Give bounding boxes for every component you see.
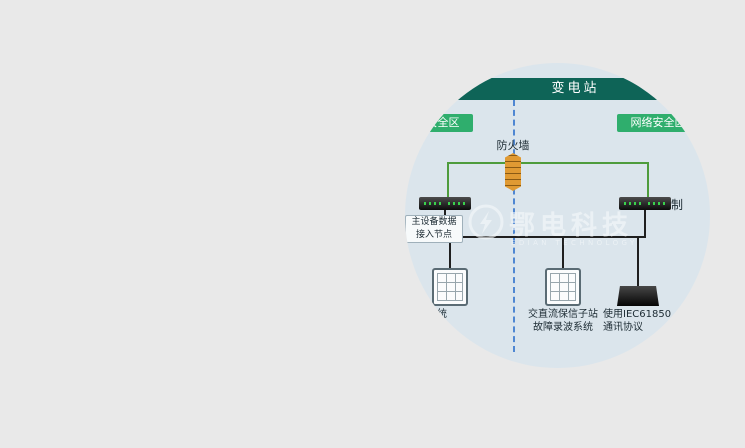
protection-device-left (432, 268, 468, 306)
caption-left-line1: 保系统 (417, 309, 447, 320)
caption-left-line2: 系统 (423, 322, 443, 333)
security-boundary-dashed-line (513, 100, 515, 352)
green-drop-left (447, 162, 449, 198)
substation-banner: 变电站 (405, 78, 710, 100)
green-drop-right (647, 162, 649, 198)
protection-device-middle (545, 268, 581, 306)
caption-right-line2: 通讯协议 (603, 322, 643, 333)
green-bus-line (447, 162, 649, 164)
drop-to-gateway (637, 236, 639, 286)
caption-right-line1: 使用IEC61850 (603, 309, 672, 320)
clipped-edge-label: 制 (671, 198, 684, 212)
caption-right: 使用IEC61850 通讯协议 (603, 308, 693, 334)
watermark: 鄂电科技 EDIAN TECHNOLOGY (465, 201, 685, 253)
zone-label-left-text: 网络安全区 (405, 116, 460, 129)
watermark-logo-icon (468, 204, 504, 240)
switch-led-icon (424, 202, 442, 205)
protocol-gateway-device (617, 286, 659, 306)
watermark-cn-text: 鄂电科技 (509, 211, 634, 241)
switch-led-icon (648, 202, 666, 205)
black-bus-line (444, 236, 646, 238)
network-switch-left (419, 197, 471, 210)
caption-middle-line1: 交直流保信子站 (528, 309, 598, 320)
access-note-line2: 接入节点 (415, 230, 452, 240)
network-switch-right (619, 197, 671, 210)
drop-to-left-device (449, 236, 451, 268)
watermark-en-text: EDIAN TECHNOLOGY (511, 239, 638, 247)
device-faceplate-grid (550, 273, 576, 301)
access-note-line1: 主设备数据 (411, 217, 457, 227)
caption-middle-line2: 故障录波系统 (533, 322, 593, 333)
caption-middle: 交直流保信子站 故障录波系统 (523, 308, 603, 334)
network-diagram-circle: 变电站 网络安全区 网络安全区 防火墙 (405, 63, 710, 368)
zone-label-right: 网络安全区 (617, 114, 699, 132)
access-node-note: 主设备数据 接入节点 (405, 215, 463, 243)
zone-label-right-text: 网络安全区 (630, 116, 686, 129)
firewall-icon (505, 153, 521, 191)
drop-to-middle-device (562, 236, 564, 268)
substation-banner-label: 变电站 (551, 81, 600, 96)
device-faceplate-grid (437, 273, 463, 301)
firewall-label: 防火墙 (496, 139, 530, 152)
switch-led-icon (624, 202, 642, 205)
zone-label-left: 网络安全区 (405, 114, 473, 132)
black-drop-from-right-switch (644, 210, 646, 237)
switch-led-icon (448, 202, 466, 205)
caption-left: 保系统 系统 (417, 308, 477, 334)
